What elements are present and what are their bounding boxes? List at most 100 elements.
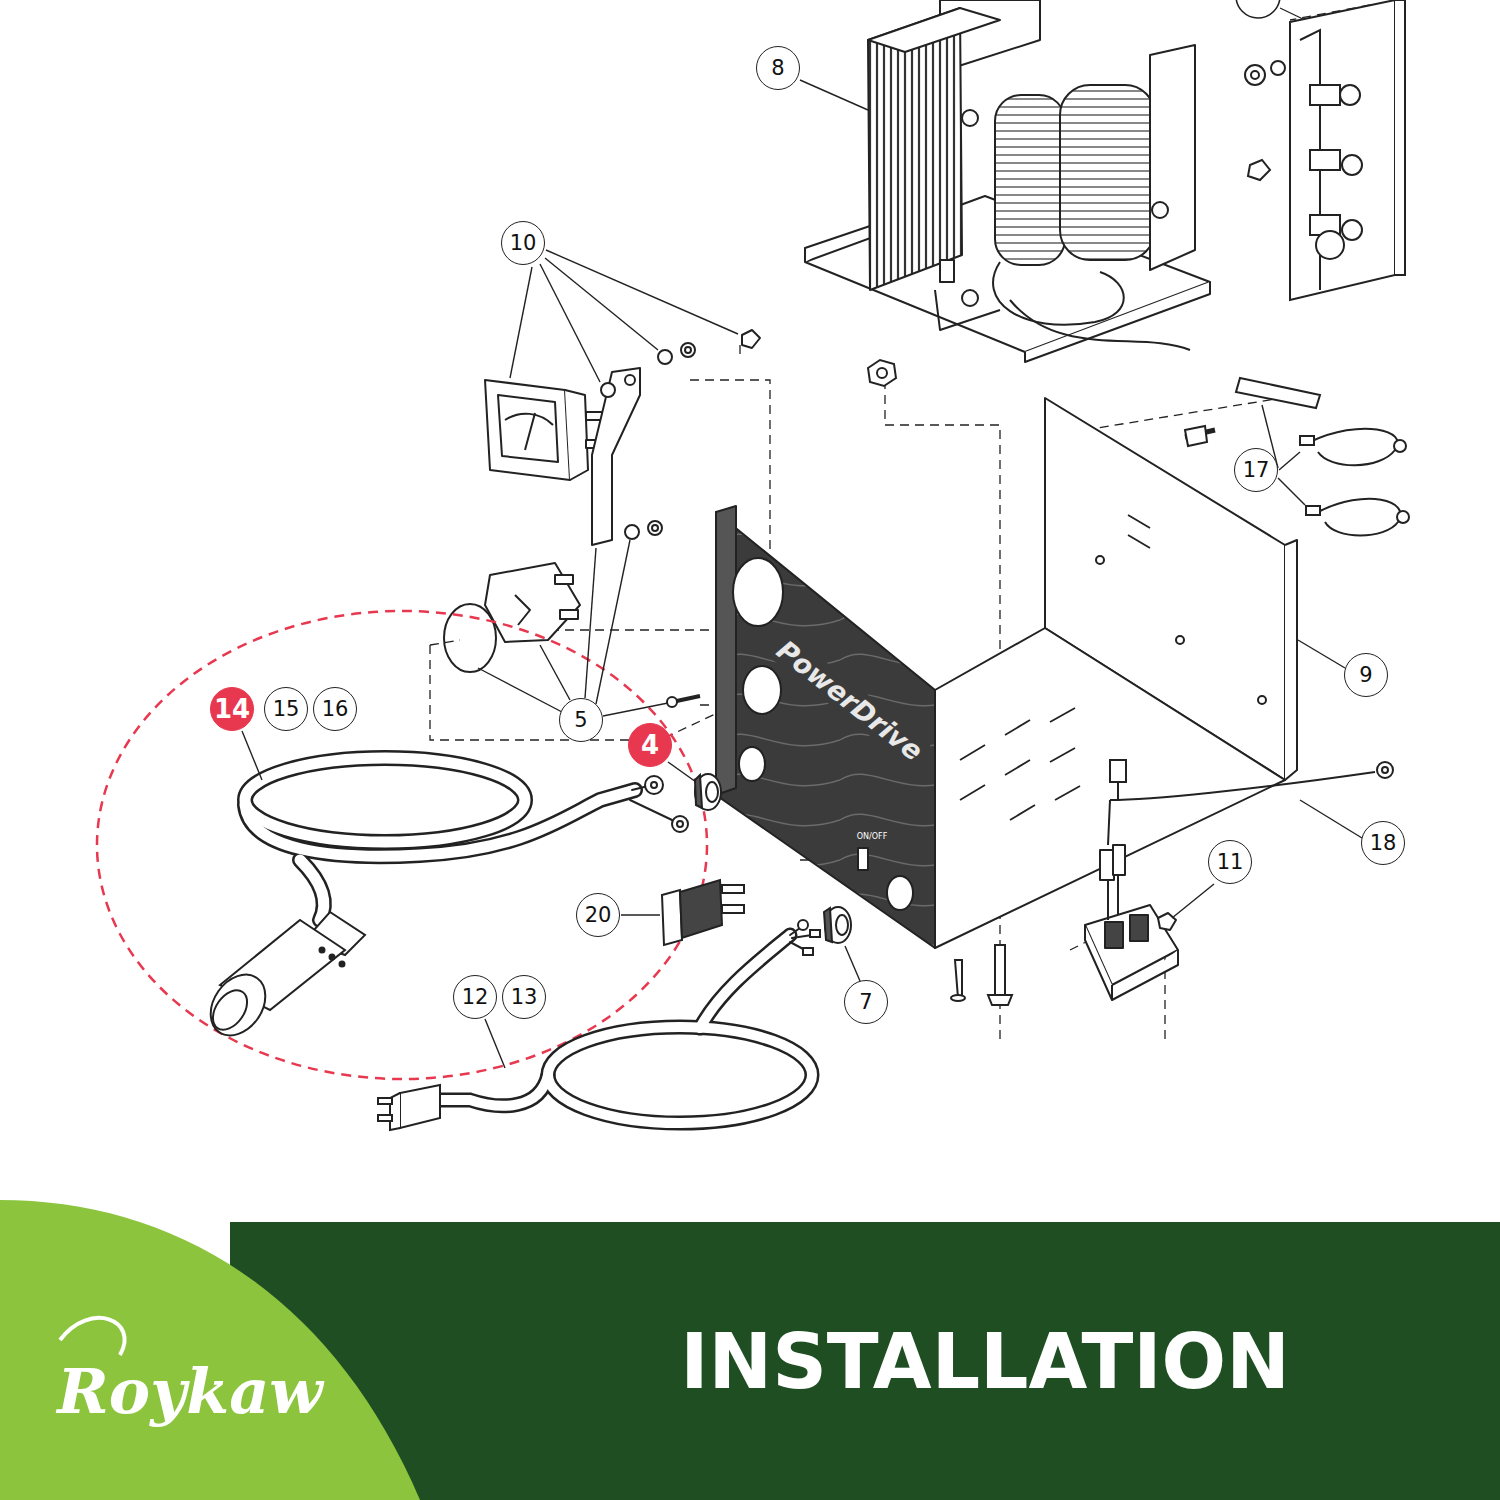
charger-chassis xyxy=(716,512,935,948)
dc-cable xyxy=(245,790,635,856)
fuse-holder xyxy=(444,604,496,672)
leader-line xyxy=(1172,884,1214,918)
terminal-board xyxy=(1316,231,1344,259)
mounting-screw xyxy=(955,960,962,998)
ac-cord xyxy=(378,920,820,1130)
ammeter xyxy=(485,380,570,480)
transformer xyxy=(1060,85,1155,260)
brand-banner xyxy=(60,1318,125,1355)
ground-wire xyxy=(1110,772,1375,800)
mounting-screw xyxy=(951,426,1207,1005)
dc-cable xyxy=(672,816,688,832)
callout-number: 15 xyxy=(264,687,308,731)
ground-wire xyxy=(1108,800,1110,845)
leader-line xyxy=(242,731,262,780)
jumper-wire xyxy=(1300,436,1314,445)
charger-chassis xyxy=(1128,535,1150,548)
transformer xyxy=(935,290,1000,330)
rectifier-block xyxy=(1158,913,1176,930)
rectifier-block xyxy=(1100,850,1114,880)
dc-cable xyxy=(677,821,683,827)
strain-relief xyxy=(695,774,721,810)
terminal-board xyxy=(1271,61,1285,75)
callout-number: 18 xyxy=(1361,821,1405,865)
ac-cord xyxy=(378,1115,392,1121)
fuse-holder xyxy=(667,697,677,707)
dc-cable xyxy=(245,758,635,920)
leader-line xyxy=(478,668,562,712)
ammeter xyxy=(742,330,760,348)
charger-chassis xyxy=(1050,748,1075,762)
jumper-wire xyxy=(1310,429,1398,466)
ac-cord xyxy=(548,1027,812,1123)
circuit-breaker xyxy=(722,885,744,893)
charger-chassis xyxy=(1176,636,1184,644)
charger-chassis xyxy=(1258,696,1266,704)
terminal-board xyxy=(1395,0,1405,275)
transformer xyxy=(1152,202,1168,218)
ammeter xyxy=(485,330,760,545)
transformer xyxy=(962,110,978,126)
ammeter xyxy=(505,414,553,425)
leader-line xyxy=(1279,452,1300,470)
ground-wire xyxy=(1377,762,1393,778)
ground-wire xyxy=(1382,767,1388,773)
ground-wire xyxy=(1108,760,1393,845)
charger-chassis xyxy=(716,506,736,795)
transformer xyxy=(1025,282,1210,362)
callout-number: 12 xyxy=(453,975,497,1019)
ammeter xyxy=(625,375,635,385)
ac-cord xyxy=(378,920,820,1130)
transformer xyxy=(868,8,962,290)
assembly-line xyxy=(739,345,740,360)
leader-line xyxy=(242,80,1362,1068)
banner-heading: INSTALLATION xyxy=(670,1312,1299,1411)
charger-chassis xyxy=(716,398,1297,948)
leader-line xyxy=(845,946,860,981)
lock-nut xyxy=(868,360,896,386)
rectifier-block xyxy=(1108,875,1118,920)
dc-cable xyxy=(320,948,325,953)
transformer xyxy=(805,0,1210,362)
charger-chassis xyxy=(739,747,765,781)
ammeter xyxy=(592,368,640,545)
ac-cord xyxy=(430,1075,548,1106)
brand-logo-text: Roykaw xyxy=(57,1356,322,1427)
leader-line xyxy=(1280,8,1305,20)
lock-nut xyxy=(868,360,896,386)
circuit-breaker xyxy=(722,905,744,913)
leader-line xyxy=(596,540,630,704)
lock-nut xyxy=(877,368,887,378)
charger-chassis xyxy=(1050,708,1075,722)
terminal-board xyxy=(1342,220,1362,240)
ammeter xyxy=(685,347,691,353)
callout-number: 14 xyxy=(210,687,254,731)
assembly-line xyxy=(1085,395,1300,430)
terminal-board xyxy=(1248,160,1270,180)
jumper-wire xyxy=(1306,506,1320,515)
charger-chassis xyxy=(1010,805,1035,820)
dc-cable xyxy=(245,758,525,842)
jumper-wire xyxy=(1236,378,1320,408)
dc-cable xyxy=(245,758,525,842)
callout-number: 10 xyxy=(501,221,545,265)
leader-line xyxy=(540,645,570,700)
leader-line xyxy=(668,762,696,782)
transformer xyxy=(1010,300,1190,350)
charger-chassis xyxy=(1096,556,1104,564)
terminal-board xyxy=(1245,65,1265,85)
leader-line xyxy=(621,914,660,915)
ac-cord xyxy=(378,1098,392,1104)
callout-number: 20 xyxy=(576,893,620,937)
callout-number: 8 xyxy=(756,46,800,90)
leader-line xyxy=(585,548,596,698)
rectifier-block xyxy=(1113,845,1125,875)
ground-wire xyxy=(1110,760,1126,782)
charger-chassis xyxy=(1128,515,1150,528)
dc-cable xyxy=(245,758,635,920)
transformer xyxy=(805,226,870,262)
dc-cable xyxy=(330,955,335,960)
transformer xyxy=(993,262,1124,325)
charger-chassis xyxy=(960,745,985,760)
